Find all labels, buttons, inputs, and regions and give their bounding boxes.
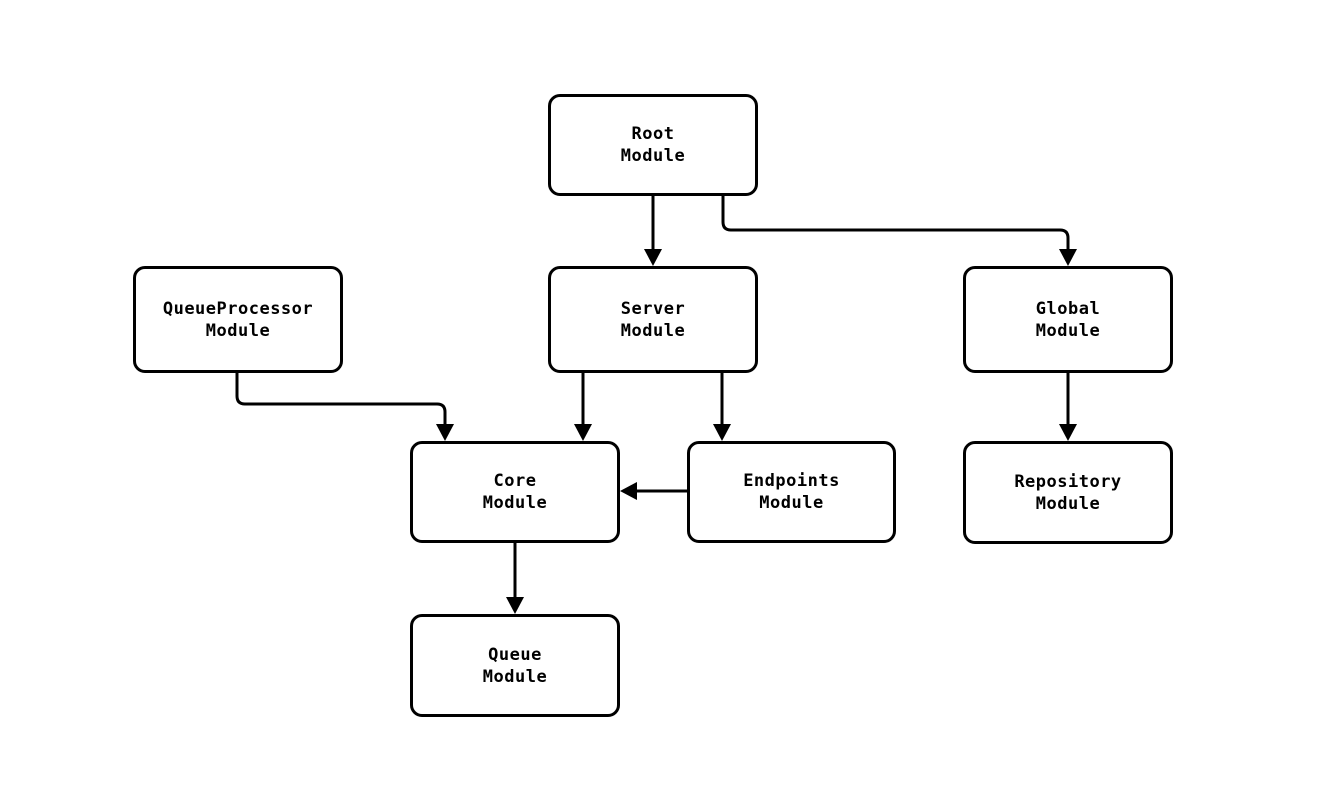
arrowhead-core-to-queue — [506, 597, 524, 614]
node-queue-label-line2: Module — [482, 666, 548, 687]
node-server-label-line1: Server — [620, 298, 686, 319]
node-queueprocessor-label-line2: Module — [205, 320, 271, 341]
node-repository-label-line2: Module — [1035, 493, 1101, 514]
node-root-label-line1: Root — [631, 124, 675, 144]
node-endpoints-label-line1: Endpoints — [743, 471, 840, 491]
node-root-label-line2: Module — [620, 146, 686, 166]
arrowhead-queueprocessor-to-core — [436, 424, 454, 441]
node-global-label-line1: Global — [1035, 298, 1101, 319]
node-core-label-line1: Core — [493, 471, 537, 491]
arrowhead-root-to-server — [644, 249, 662, 266]
arrowhead-endpoints-to-core — [620, 482, 637, 500]
arrowhead-global-to-repository — [1059, 424, 1077, 441]
edge-queueprocessor-to-core — [235, 373, 447, 431]
edges-group — [235, 196, 1070, 604]
node-global-label-line2: Module — [1035, 320, 1101, 341]
node-server-label-line2: Module — [620, 320, 686, 341]
node-endpoints-label-line2: Module — [759, 493, 824, 513]
arrowhead-server-to-endpoints — [713, 424, 731, 441]
arrowhead-server-to-core — [574, 424, 592, 441]
edge-root-to-global — [721, 196, 1070, 256]
node-core-label-line2: Module — [482, 493, 548, 513]
arrowhead-root-to-global — [1059, 249, 1077, 266]
node-queueprocessor-label-line1: QueueProcessor — [162, 298, 314, 319]
arrowheads-group — [436, 249, 1077, 614]
node-repository-label-line1: Repository — [1014, 471, 1122, 492]
node-queue-label-line1: Queue — [488, 644, 542, 665]
